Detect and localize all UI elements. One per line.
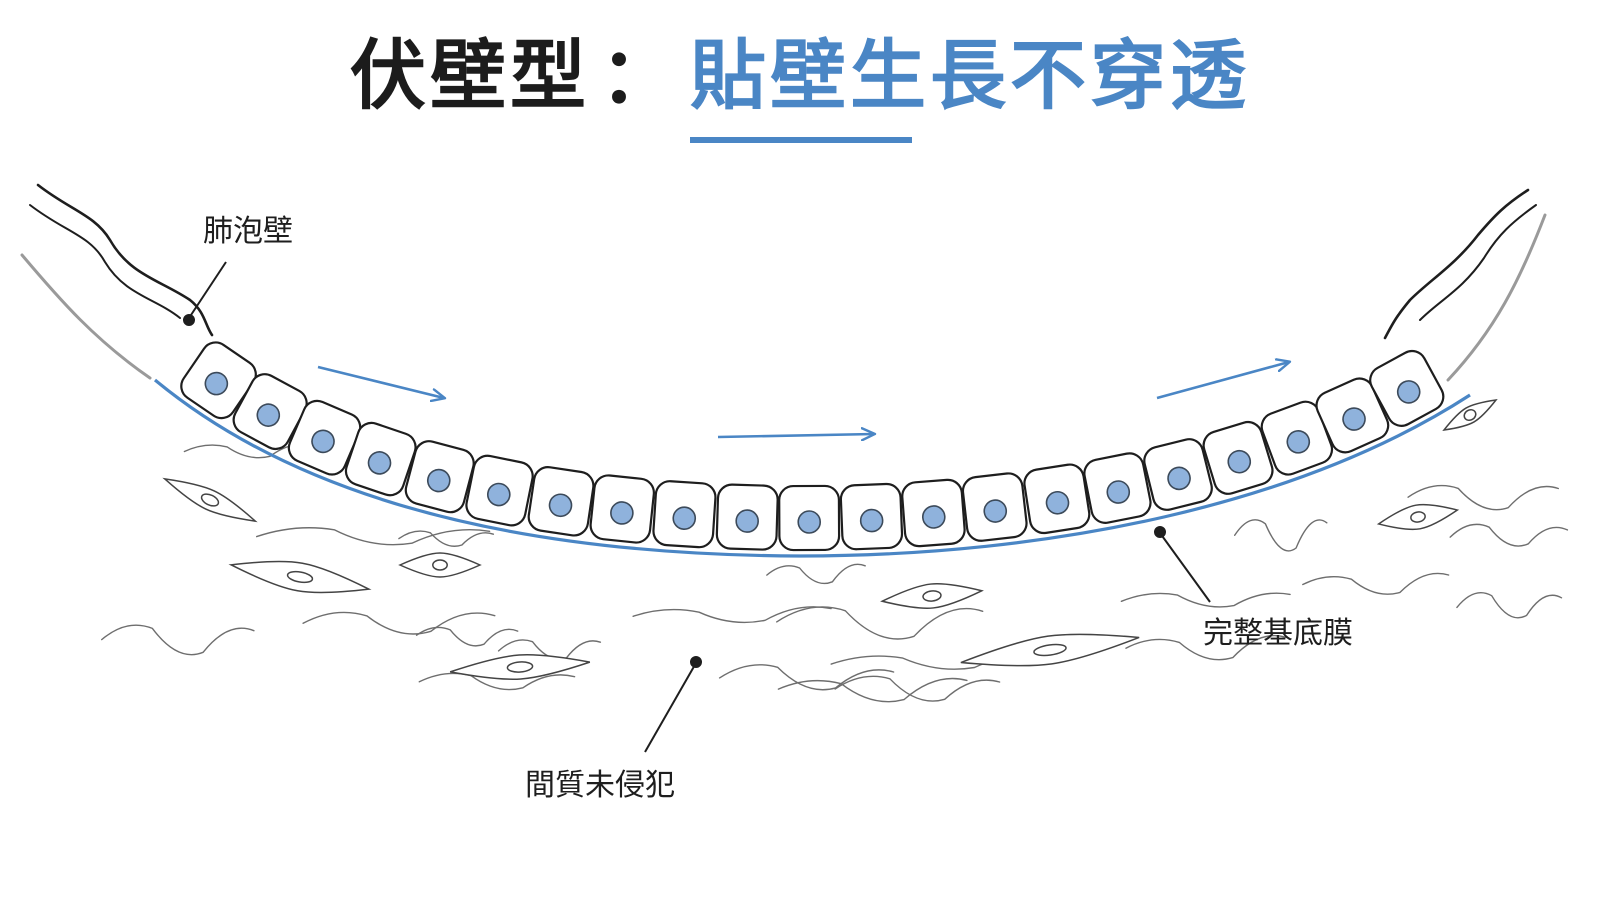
cell-nucleus (311, 429, 335, 454)
epithelial-cell (287, 399, 362, 476)
fibroblast-cells (162, 398, 1498, 680)
epithelial-cell (839, 482, 904, 551)
epithelial-cell (232, 373, 308, 451)
cell-nucleus (1286, 430, 1311, 454)
stroma-fiber (256, 527, 491, 546)
lepidic-growth-arrows (317, 362, 1289, 437)
stroma-fiber (834, 675, 1001, 702)
stroma-fiber (1234, 519, 1328, 552)
cell-nucleus (548, 493, 573, 518)
stroma-fiber (777, 677, 968, 703)
stroma-fiber (632, 606, 832, 624)
title-prefix: 伏壁型 (350, 31, 590, 120)
stroma-fiber (1407, 484, 1559, 511)
fibroblast (960, 633, 1140, 667)
epithelial-cell (180, 341, 257, 420)
epithelial-cell (1369, 349, 1445, 427)
cell-nucleus (672, 506, 697, 530)
stroma-fiber (1302, 572, 1450, 595)
page-title: 伏壁型：貼壁生長不穿透 (0, 28, 1600, 124)
leader-dot-interstitium (690, 656, 702, 668)
cell-nucleus (735, 509, 759, 533)
cell-nucleus (610, 501, 634, 525)
epithelial-cell (778, 484, 841, 552)
title-highlight: 貼壁生長不穿透 (690, 31, 1250, 120)
fibroblast (162, 477, 258, 523)
epithelial-cell (344, 421, 417, 497)
stroma-fiber (418, 672, 576, 691)
label-leaders (183, 261, 1211, 753)
fibroblast (449, 654, 591, 680)
fibroblast (1442, 398, 1498, 432)
label-alveolar-wall: 肺泡壁 (203, 214, 293, 249)
stroma-fiber (1449, 523, 1569, 547)
cell-nucleus (1106, 480, 1131, 504)
label-basement-membrane: 完整基底膜 (1203, 616, 1353, 651)
cell-nucleus (859, 508, 884, 533)
cell-nucleus (1396, 380, 1421, 404)
epithelial-cell (715, 483, 779, 551)
stroma-fiber (1456, 592, 1563, 619)
label-interstitium: 間質未侵犯 (525, 768, 675, 803)
cell-nucleus (1167, 466, 1191, 491)
stroma-fiber (776, 606, 984, 640)
stroma-fiber (1125, 634, 1287, 661)
epithelial-cell (901, 478, 966, 548)
leader-dot-basement-membrane (1154, 526, 1166, 538)
cell-nucleus (1342, 407, 1366, 431)
stroma-fiber (302, 611, 496, 635)
stroma-fiber (766, 563, 866, 585)
fibroblast (880, 583, 984, 609)
epithelial-cell (404, 440, 475, 514)
epithelial-cell (1083, 452, 1152, 524)
cell-nucleus (256, 403, 281, 427)
epithelial-cell (589, 474, 655, 544)
title-underline (690, 137, 912, 143)
epithelial-cell (465, 454, 534, 527)
growth-arrow (717, 434, 874, 437)
stroma-fiber (1120, 592, 1291, 608)
epithelial-cell (1023, 463, 1091, 535)
cell-nucleus (367, 451, 392, 475)
cell-nucleus (922, 505, 946, 529)
cell-nucleus (204, 371, 229, 396)
fibroblast (1376, 503, 1460, 531)
stroma-fiber (101, 624, 255, 656)
cell-nucleus (1227, 449, 1252, 474)
fibroblast (228, 560, 372, 594)
cell-nucleus (797, 510, 822, 534)
epithelial-cell (961, 472, 1028, 542)
alveolar-wall-tissue (20, 183, 1547, 382)
epithelial-cell-layer (180, 341, 1445, 552)
epithelial-cell (1143, 438, 1213, 511)
epithelial-cell (652, 480, 717, 549)
growth-arrow (317, 365, 444, 398)
epithelial-cell (527, 466, 595, 537)
leader-dot-alveolar-wall (183, 314, 195, 326)
basement-membrane (153, 378, 1471, 558)
cell-nucleus (487, 482, 511, 507)
cell-nucleus (1045, 490, 1070, 515)
stroma-fiber (718, 664, 895, 691)
growth-arrow (1156, 362, 1289, 400)
cell-nucleus (426, 468, 451, 493)
title-separator: ： (600, 31, 680, 120)
fibroblast (398, 552, 482, 578)
epithelial-cell (1202, 420, 1274, 495)
stroma-fiber (415, 626, 519, 647)
stroma-fiber (398, 530, 495, 547)
cell-nucleus (983, 499, 1008, 523)
